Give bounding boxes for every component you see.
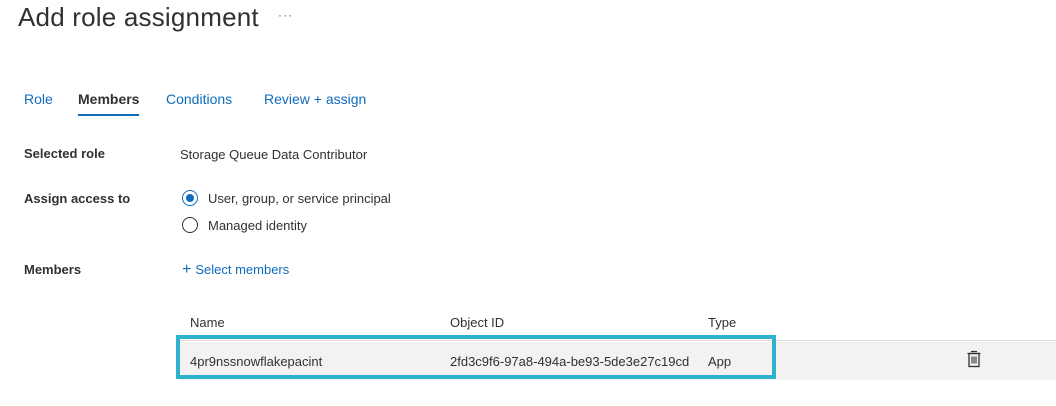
members-label: Members (24, 262, 82, 277)
table-header-divider (180, 340, 1056, 341)
tab-role[interactable]: Role (24, 91, 53, 107)
assign-access-label: Assign access to (24, 191, 131, 206)
more-options-icon[interactable]: ··· (278, 8, 293, 22)
radio-label: User, group, or service principal (208, 190, 391, 206)
select-members-label: Select members (195, 262, 290, 277)
row-highlight-box (176, 335, 776, 379)
radio-label: Managed identity (208, 217, 308, 233)
radio-unchecked-icon (182, 217, 198, 233)
radio-checked-icon (182, 190, 198, 206)
radio-user-group-service-principal[interactable]: User, group, or service principal (182, 190, 391, 206)
plus-icon: + (182, 261, 192, 278)
selected-role-label: Selected role (24, 146, 105, 161)
cell-type: App (708, 354, 732, 369)
select-members-link[interactable]: +Select members (182, 261, 289, 279)
page-title: Add role assignment (18, 2, 259, 32)
column-header-type[interactable]: Type (708, 315, 737, 330)
cell-name: 4pr9nssnowflakepacint (190, 354, 323, 369)
trash-icon[interactable] (966, 350, 982, 368)
column-header-name[interactable]: Name (190, 315, 225, 330)
cell-object-id: 2fd3c9f6-97a8-494a-be93-5de3e27c19cd (450, 354, 690, 369)
tab-members[interactable]: Members (78, 91, 140, 116)
tab-conditions[interactable]: Conditions (166, 91, 233, 107)
tab-review-assign[interactable]: Review + assign (264, 91, 367, 107)
radio-managed-identity[interactable]: Managed identity (182, 217, 307, 233)
column-header-object-id[interactable]: Object ID (450, 315, 505, 330)
table-row[interactable] (180, 342, 1056, 380)
selected-role-value: Storage Queue Data Contributor (180, 147, 368, 162)
